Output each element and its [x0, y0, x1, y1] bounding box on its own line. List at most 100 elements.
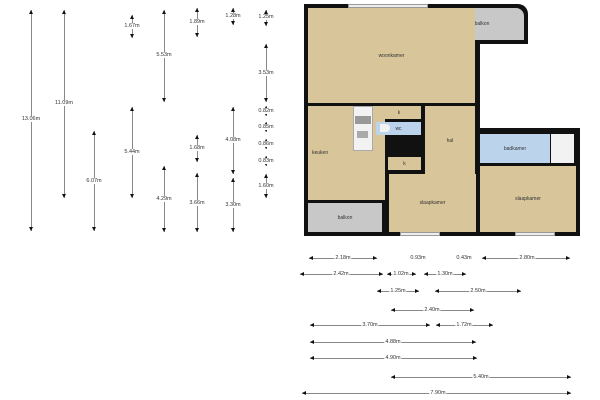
arrow-down-icon — [130, 194, 134, 198]
arrow-right-icon — [379, 272, 383, 276]
arrow-left-icon — [387, 272, 391, 276]
kitchen-counter — [353, 106, 373, 151]
dimension-label: 0.85m — [257, 124, 275, 130]
arrow-right-icon — [472, 340, 476, 344]
arrow-left-icon — [435, 289, 439, 293]
room-woonkamer: woonkamer — [308, 8, 475, 103]
arrow-right-icon — [489, 323, 493, 327]
arrow-right-icon — [415, 289, 419, 293]
arrow-down-icon — [195, 228, 199, 232]
sink-icon — [357, 131, 368, 138]
window — [400, 232, 440, 236]
arrow-down-icon — [62, 194, 66, 198]
arrow-down-icon — [162, 98, 166, 102]
dimension-label: 0.82m — [257, 108, 275, 114]
room-slaapkamer-left: slaapkamer — [389, 174, 476, 232]
arrow-up-icon — [62, 10, 66, 14]
room-label: balkon — [474, 21, 490, 27]
arrow-down-icon — [195, 33, 199, 37]
dimension-label: 0.83m — [257, 158, 275, 164]
arrow-down-icon — [231, 228, 235, 232]
arrow-down-icon — [264, 98, 268, 102]
arrow-left-icon — [302, 391, 306, 395]
arrow-left-icon — [391, 308, 395, 312]
arrow-up-icon — [162, 166, 166, 170]
arrow-left-icon — [310, 323, 314, 327]
toilet-icon — [380, 124, 390, 132]
dimension-label: 7.90m — [429, 390, 447, 396]
arrow-left-icon — [309, 256, 313, 260]
arrow-down-icon — [264, 128, 268, 132]
room-k1: k — [377, 106, 421, 119]
room-label: hal — [446, 137, 454, 144]
dimension-label: 11.09m — [54, 100, 74, 106]
dimension-label: 0.43m — [455, 255, 473, 261]
window — [348, 4, 428, 8]
room-label: woonkamer — [378, 52, 405, 59]
window — [515, 232, 555, 236]
arrow-up-icon — [264, 174, 268, 178]
arrow-right-icon — [412, 272, 416, 276]
arrow-right-icon — [373, 256, 377, 260]
room-label: slaapkamer — [515, 196, 541, 202]
dimension-label: 1.68m — [188, 145, 206, 151]
dimension-label: 3.70m — [361, 322, 379, 328]
dimension-label: 0.86m — [257, 141, 275, 147]
arrow-down-icon — [92, 227, 96, 231]
arrow-up-icon — [231, 8, 235, 12]
room-slaapkamer-right: slaapkamer — [480, 166, 576, 232]
bathtub-icon — [551, 134, 574, 163]
dimension-label: 1.28m — [224, 13, 242, 19]
room-label: k — [397, 109, 401, 116]
arrow-left-icon — [310, 340, 314, 344]
room-balkon-bottom: balkon — [308, 203, 382, 232]
arrow-down-icon — [195, 158, 199, 162]
dimension-label: 4.90m — [384, 355, 402, 361]
arrow-up-icon — [29, 10, 33, 14]
dimension-label: 1.67m — [123, 23, 141, 29]
dimension-label: 2.42m — [332, 271, 350, 277]
arrow-down-icon — [231, 21, 235, 25]
arrow-left-icon — [377, 289, 381, 293]
arrow-up-icon — [195, 173, 199, 177]
room-label: keuken — [312, 150, 329, 156]
arrow-up-icon — [130, 15, 134, 19]
dimension-label: 5.40m — [472, 374, 490, 380]
stove-icon — [355, 116, 371, 124]
room-k2: k — [388, 157, 421, 170]
room-keuken-lower — [308, 175, 385, 200]
dimension-label: 3.30m — [224, 202, 242, 208]
dimension-label: 2.50m — [469, 288, 487, 294]
arrow-right-icon — [566, 256, 570, 260]
arrow-down-icon — [162, 228, 166, 232]
arrow-right-icon — [567, 391, 571, 395]
dimension-label: 5.53m — [155, 52, 173, 58]
arrow-up-icon — [130, 107, 134, 111]
dimension-label: 13.06m — [20, 116, 42, 122]
arrow-right-icon — [517, 289, 521, 293]
dimension-label: 1.30m — [436, 271, 454, 277]
room-label: badkamer — [503, 145, 527, 152]
room-label: balkon — [337, 214, 353, 221]
arrow-up-icon — [162, 10, 166, 14]
arrow-left-icon — [424, 272, 428, 276]
arrow-right-icon — [426, 323, 430, 327]
arrow-left-icon — [391, 375, 395, 379]
arrow-down-icon — [264, 145, 268, 149]
dimension-label: 4.88m — [384, 339, 402, 345]
dimension-label: 5.44m — [123, 149, 141, 155]
room-hal: hal — [425, 106, 475, 175]
arrow-left-icon — [310, 356, 314, 360]
room-label: wc — [395, 125, 402, 132]
arrow-up-icon — [231, 107, 235, 111]
arrow-right-icon — [470, 308, 474, 312]
arrow-up-icon — [264, 44, 268, 48]
dimension-label: 1.25m — [389, 288, 407, 294]
dimension-label: 1.89m — [188, 19, 206, 25]
arrow-up-icon — [231, 178, 235, 182]
dimension-label: 2.18m — [334, 255, 352, 261]
dimension-label: 2.80m — [518, 255, 536, 261]
dimension-label: 6.07m — [85, 178, 103, 184]
arrow-down-icon — [29, 227, 33, 231]
dimension-label: 1.02m — [392, 271, 410, 277]
